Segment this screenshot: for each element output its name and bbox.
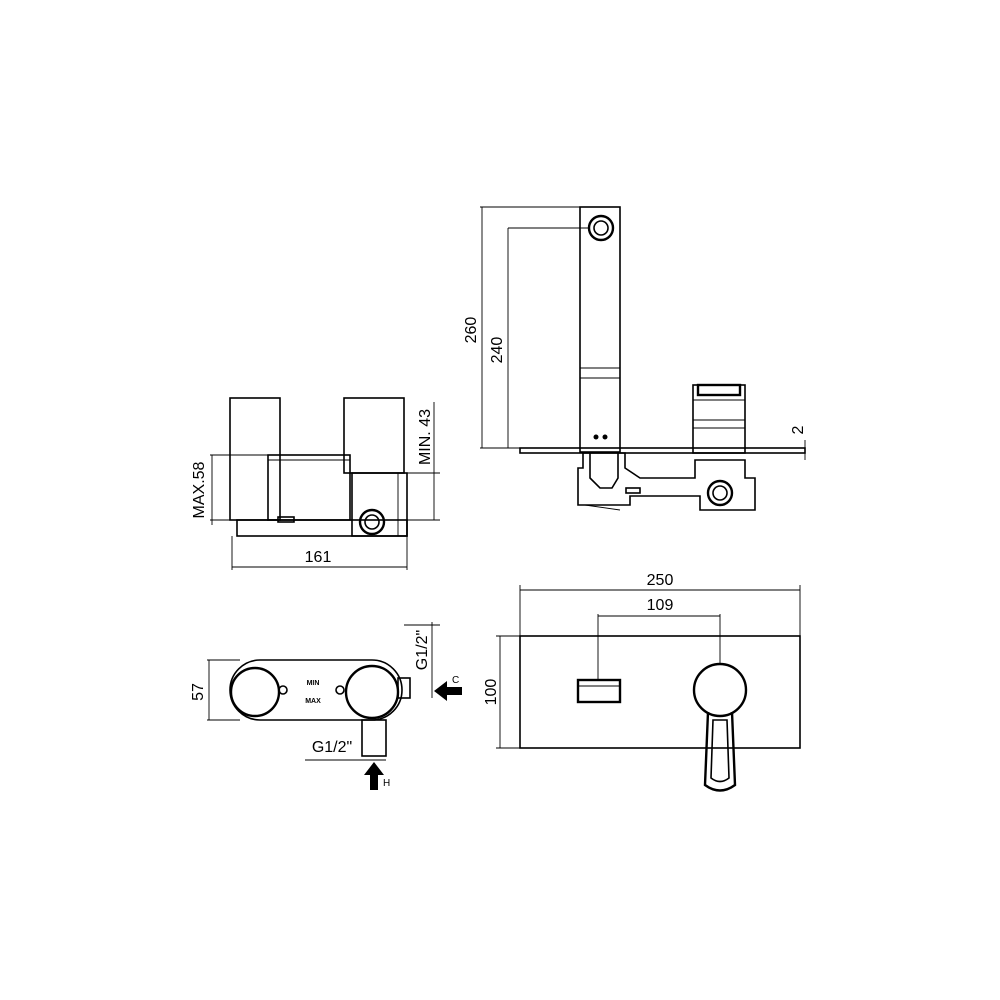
screw-icon [602,434,608,440]
dim-label-plate-height: 100 [483,679,500,706]
valve-inner [364,514,380,530]
spout-connector [589,453,619,489]
dim-label-body-width: 161 [305,549,332,566]
top-view: MIN MAX C H 57 G1/2" G1/2" [190,622,462,790]
base-tab [277,516,295,523]
lever-inner [710,719,730,783]
wall-plate [519,447,806,454]
lever-base [692,662,748,718]
thread-label-hot: G1/2" [312,739,352,756]
max-mark: MAX [305,698,321,705]
min-mark: MIN [307,680,320,687]
dim-label-body-depth: 57 [190,683,207,701]
screw-icon [593,434,599,440]
right-cylinder [343,397,405,474]
cold-arrow-icon [434,681,462,701]
port-right [344,664,400,720]
valve-inner [712,485,728,501]
screw-icon [278,685,288,695]
section-view: MAX.58 MIN. 43 161 [191,397,440,570]
dim-label-plate-width: 250 [647,572,674,589]
dim-label-max-depth: MAX.58 [191,461,208,518]
hot-arrow-icon [364,762,384,790]
concealed-body [577,452,756,511]
hot-label: H [383,778,390,789]
dim-label-handle-spacing: 109 [647,597,674,614]
dim-label-plate-thickness: 2 [790,425,807,434]
aerator-outer [587,214,615,242]
spout-outlet [576,678,622,704]
left-cylinder [229,397,281,521]
dim-label-min-depth: MIN. 43 [417,409,434,465]
dim-label-spout-height: 240 [489,337,506,364]
spout-body [579,206,621,453]
lever-top [696,383,742,397]
cold-label: C [452,675,459,686]
lever-handle [703,711,737,792]
screw-icon [335,685,345,695]
port-left [229,666,281,718]
base-plate [236,519,408,537]
pipe-stub [625,487,641,494]
side-view: 260 240 2 [463,206,807,511]
front-plate-view: 250 109 100 [483,572,801,792]
aerator-inner [593,220,609,236]
cold-inlet-stub [397,677,411,699]
valve-outer [706,479,734,507]
cover-plate [519,635,801,749]
dim-label-overall-height: 260 [463,317,480,344]
hot-inlet-stub [361,719,387,757]
valve-outer [358,508,386,536]
thread-label-cold: G1/2" [414,630,431,670]
